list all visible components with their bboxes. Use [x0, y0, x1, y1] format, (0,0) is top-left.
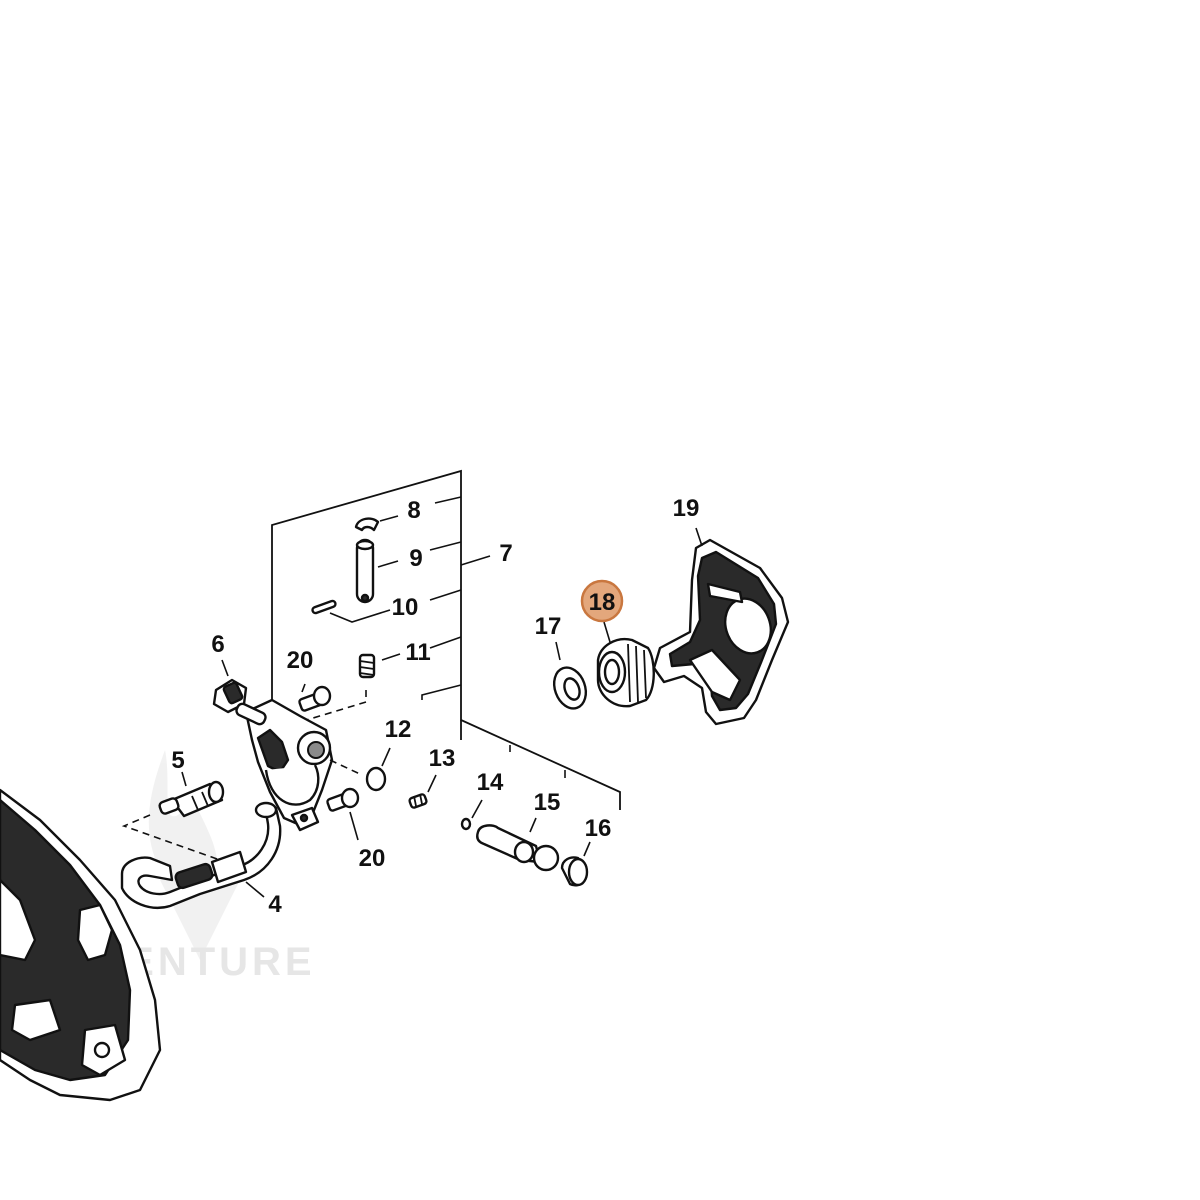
callout-8[interactable]: 8	[407, 497, 420, 524]
callout-19[interactable]: 19	[673, 495, 700, 522]
part-6-connector	[212, 659, 248, 714]
callout-20-lower[interactable]: 20	[359, 845, 386, 872]
callout-14[interactable]: 14	[477, 769, 504, 796]
callout-5[interactable]: 5	[171, 747, 184, 774]
part-16-bushing	[560, 841, 591, 887]
callout-7[interactable]: 7	[499, 540, 512, 567]
callout-6[interactable]: 6	[211, 631, 224, 658]
callout-13[interactable]: 13	[429, 745, 456, 772]
assembly-path-12	[329, 759, 363, 776]
callout-17[interactable]: 17	[535, 613, 562, 640]
oil-pump-body	[235, 698, 334, 832]
part-13-spring	[408, 774, 437, 809]
callout-16[interactable]: 16	[585, 815, 612, 842]
part-20-screw-lower	[326, 787, 360, 841]
part-8-clip	[354, 515, 399, 532]
callout-12[interactable]: 12	[385, 716, 412, 743]
part-12-o-ring	[365, 747, 391, 792]
part-10-small-pin	[311, 599, 391, 623]
part-20-screw-upper	[298, 683, 332, 712]
callout-4[interactable]: 4	[268, 891, 282, 918]
callout-10[interactable]: 10	[392, 594, 419, 621]
part-14-o-ring-small	[460, 799, 483, 831]
group-7-bracket	[271, 469, 621, 810]
part-9-pin	[355, 538, 399, 604]
part-18-worm-gear	[596, 621, 655, 708]
callout-9[interactable]: 9	[409, 545, 422, 572]
flame-logo-icon	[148, 750, 240, 960]
callout-labels: 4 5 6 7 8 9 10 11 12 13 14 15 16 17 18 1…	[171, 495, 699, 918]
assembly-path-11	[299, 690, 367, 723]
callout-18[interactable]: 18	[589, 589, 616, 616]
callout-15[interactable]: 15	[534, 789, 561, 816]
part-5-filter	[158, 771, 225, 818]
part-4-hose	[120, 801, 282, 909]
part-11-spring	[358, 653, 401, 679]
callout-11[interactable]: 11	[405, 639, 430, 666]
part-19-cover-plate	[652, 527, 790, 726]
part-17-washer	[552, 641, 588, 710]
callout-18-highlight[interactable]: 18	[580, 579, 624, 623]
assembly-path-5	[121, 814, 221, 861]
part-15-piston	[476, 817, 560, 872]
highlight-circle-icon	[580, 579, 624, 623]
callout-20-upper[interactable]: 20	[287, 647, 314, 674]
engine-housing	[0, 788, 162, 1102]
